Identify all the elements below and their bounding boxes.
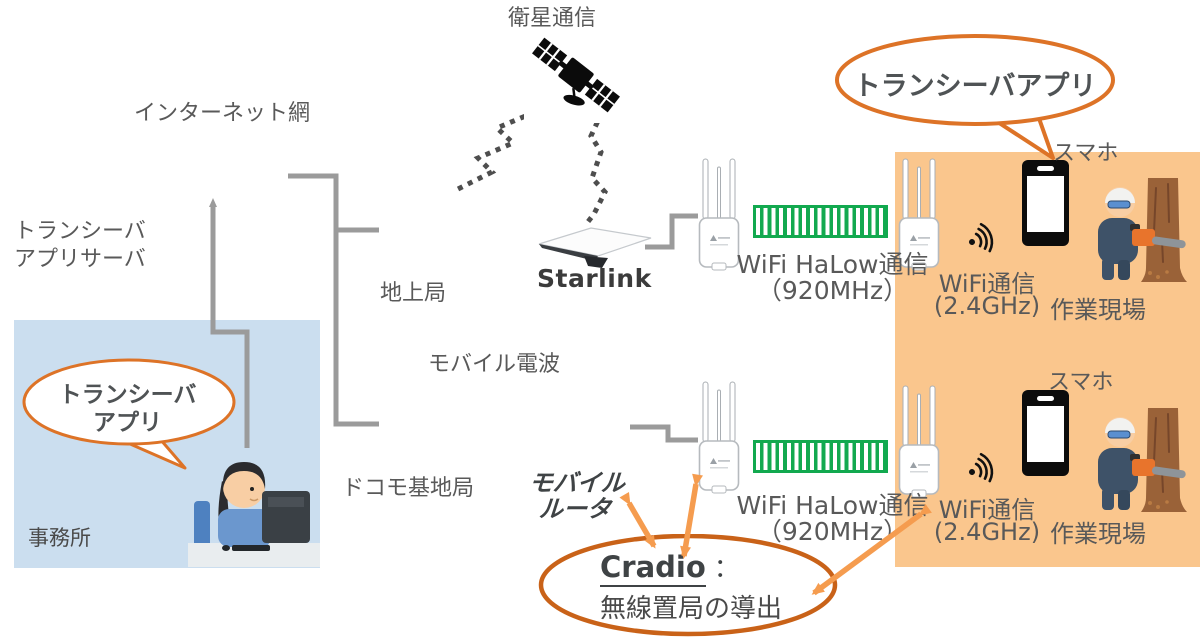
- halow-signal-bar: [753, 440, 888, 473]
- worksite-label-top: 作業現場: [1050, 296, 1146, 324]
- office-bubble-line1: トランシーバ: [58, 382, 197, 408]
- wifi24-bottom-line1: WiFi通信: [938, 496, 1036, 524]
- wifi24-bottom-line2: (2.4GHz): [933, 518, 1041, 546]
- office-worker-illustration: [188, 462, 320, 567]
- app-bubble-label: トランシーバアプリ: [853, 71, 1097, 102]
- lumberjack-illustration: [1098, 178, 1187, 282]
- mobile-router-line2: ルータ: [538, 495, 613, 523]
- halow-ap-icon: [898, 158, 940, 271]
- office-bubble-line2: アプリ: [93, 410, 162, 436]
- office-speech-bubble: [22, 358, 236, 470]
- satellite-label: 衛星通信: [508, 6, 597, 31]
- wifi-waves-icon: [969, 222, 994, 253]
- antenna-tip: [209, 198, 217, 207]
- smartphone-icon: [1022, 160, 1069, 246]
- halow-ap-icon: [898, 385, 940, 498]
- office-label: 事務所: [28, 526, 91, 550]
- smartphone-icon: [1022, 390, 1069, 476]
- halow-top-label-line1: WiFi HaLow通信: [736, 250, 929, 279]
- satellite-downlink-right-dotted-line: [585, 110, 609, 225]
- smartphone-label-bottom: スマホ: [1048, 370, 1114, 395]
- satellite-downlink-left-dotted-line: [456, 109, 536, 192]
- mobile-wave-label: モバイル電波: [428, 352, 561, 377]
- wifi24-top-line1: WiFi通信: [938, 270, 1036, 298]
- wifi24-top-line2: (2.4GHz): [933, 292, 1041, 320]
- mobile-router-line1: モバイル: [527, 469, 626, 497]
- wifi-waves-icon: [969, 452, 994, 483]
- internet-label: インターネット網: [134, 101, 311, 126]
- starlink-dish-icon: [538, 227, 652, 268]
- halow-ap-icon: [698, 158, 740, 271]
- app-speech-bubble: [835, 34, 1115, 160]
- cradio-name: Cradio: [600, 550, 706, 587]
- cradio-colon: ：: [713, 554, 740, 584]
- docomo-to-ap-connector: [630, 424, 698, 443]
- worksite-label-bottom: 作業現場: [1050, 520, 1146, 548]
- ground-station-label: 地上局: [380, 281, 447, 306]
- cradio-description: 無線置局の導出: [600, 594, 783, 624]
- server-label-line1: トランシーバ: [14, 219, 146, 244]
- halow-top-label-line2: （920MHz）: [756, 276, 909, 305]
- lumberjack-illustration: [1098, 408, 1187, 512]
- satellite-icon: [524, 33, 628, 123]
- cradio-title: Cradio：: [600, 548, 740, 587]
- halow-signal-bar: [753, 205, 888, 238]
- mobile-router-label: モバイル ルータ: [520, 469, 632, 523]
- smartphone-label-top: スマホ: [1053, 141, 1119, 166]
- halow-ap-icon: [698, 381, 740, 494]
- docomo-base-station-label: ドコモ基地局: [342, 476, 475, 501]
- starlink-label: Starlink: [537, 264, 652, 293]
- server-label-line2: アプリサーバ: [14, 247, 146, 272]
